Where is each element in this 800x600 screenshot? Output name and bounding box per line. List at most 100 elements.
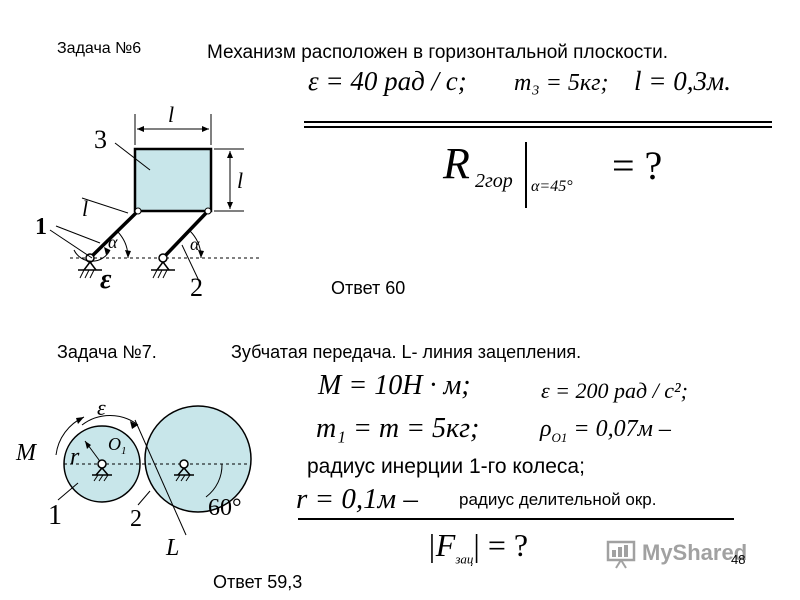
label-2: 2 [190, 273, 203, 300]
rho-subscript: O1 [551, 429, 568, 445]
arrow-head [198, 250, 204, 258]
label-1: 1 [35, 214, 47, 240]
arrow-head [76, 417, 84, 424]
label-1: 1 [48, 500, 62, 531]
label-epsilon: ε [100, 264, 112, 295]
hatch [98, 474, 104, 482]
rho-symbol: ρ [540, 416, 552, 442]
task6-evaluation-bar [525, 142, 527, 208]
page-number: 48 [731, 552, 746, 567]
label-alpha: α [108, 232, 118, 252]
find-rhs: | = ? [473, 527, 529, 563]
task6-mechanism-diagram: l l l 3 1 2 ε α α [35, 102, 260, 300]
label-l-left: l [82, 196, 88, 221]
task7-given-epsilon: ε = 200 рад / с²; [541, 378, 688, 403]
gear-2 [144, 405, 252, 513]
hinge [204, 207, 212, 215]
label-L: L [165, 535, 179, 561]
dim-line-left-2 [81, 197, 129, 214]
label-l-right: l [237, 168, 243, 193]
pivot-leg [183, 467, 191, 476]
arrow-head [227, 151, 233, 158]
task6-find-symbol: R [443, 139, 470, 188]
task6-given-epsilon: ε = 40 рад / с; [308, 66, 467, 96]
support-leg [156, 261, 164, 271]
label-2: 2 [130, 506, 142, 532]
pivot-leg [95, 467, 103, 476]
find-symbol: |F [427, 527, 456, 563]
hatch [103, 474, 109, 482]
arrow-head [85, 441, 91, 449]
dim-line-left [55, 225, 101, 244]
task7-inertia-note: радиус инерции 1-го колеса; [307, 455, 585, 478]
task6-rule-top [304, 121, 772, 123]
task6-given-mass: m₃ = 5кг; [514, 70, 609, 96]
arrow-head [104, 247, 110, 255]
task7-given-mass: m₁ = m = 5кг; [316, 413, 480, 444]
watermark-text: MyShared [642, 540, 748, 565]
line-of-action [134, 419, 187, 536]
label-epsilon: ε [97, 395, 106, 420]
task7-rule [298, 518, 734, 520]
leader-2 [137, 490, 151, 506]
support-leg [83, 261, 91, 271]
task6-find-condition: α=45° [531, 178, 573, 195]
task7-r-note: радиус делительной окр. [459, 490, 657, 509]
hatch [157, 269, 163, 279]
task7-answer: Ответ 59,3 [213, 572, 303, 592]
watermark: MyShared [606, 536, 747, 572]
task7-description: Зубчатая передача. L- линия зацепления. [231, 342, 582, 362]
angle-arc [116, 230, 129, 259]
leader-1 [57, 482, 79, 501]
task7-r-formula: r = 0,1м – [296, 483, 418, 515]
label-3: 3 [94, 125, 107, 154]
label-alpha: α [190, 234, 200, 254]
label-O-letter: O [108, 434, 121, 454]
arrow-head [202, 126, 209, 132]
task6-given-length: l = 0,3м. [634, 66, 731, 96]
task6-find-rhs: = ? [612, 143, 663, 188]
hatch [175, 474, 181, 482]
task6-rule-top-2 [304, 126, 772, 128]
label-O-subscript: 1 [121, 445, 127, 457]
hatch [162, 269, 168, 279]
rod-1 [88, 209, 140, 260]
hinge [134, 207, 142, 215]
label-r: r [70, 444, 80, 470]
find-subscript: зац [455, 551, 474, 567]
support-leg [89, 261, 97, 271]
support-leg [162, 261, 170, 271]
block-3 [133, 147, 213, 213]
task7-title: Задача №7. [57, 342, 157, 362]
pivot-1 [97, 459, 107, 469]
pivot-2 [179, 459, 189, 469]
arrow-head [137, 126, 144, 132]
task6-description: Механизм расположен в горизонтальной пло… [207, 42, 669, 63]
epsilon-arc [81, 415, 139, 426]
epsilon-arc [73, 249, 111, 262]
leader-3 [114, 142, 151, 171]
leader-1 [49, 229, 93, 259]
label-l-top: l [168, 102, 174, 127]
arrow-head [125, 250, 131, 258]
presentation-icon [606, 540, 636, 569]
task7-given-rho: ρO1 = 0,07м – [540, 416, 671, 446]
rod-2 [161, 209, 210, 260]
label-O1: O1 [108, 434, 127, 457]
hatch [79, 269, 85, 279]
rho-value: = 0,07м – [567, 416, 671, 442]
angle-arc-60 [205, 463, 223, 498]
hatch [93, 474, 99, 482]
label-M: M [15, 440, 38, 466]
leader-2 [181, 244, 201, 284]
task6-answer: Ответ 60 [331, 278, 406, 298]
arrow-head [130, 421, 138, 429]
pivot-leg [177, 467, 185, 476]
hatch [152, 269, 158, 279]
task7-given-moment: M = 10H · м; [318, 370, 471, 401]
hatch [89, 269, 95, 279]
pivot-leg [101, 467, 109, 476]
task7-find: |Fзац| = ? [427, 527, 528, 567]
hatch [84, 269, 90, 279]
hatch [185, 474, 191, 482]
